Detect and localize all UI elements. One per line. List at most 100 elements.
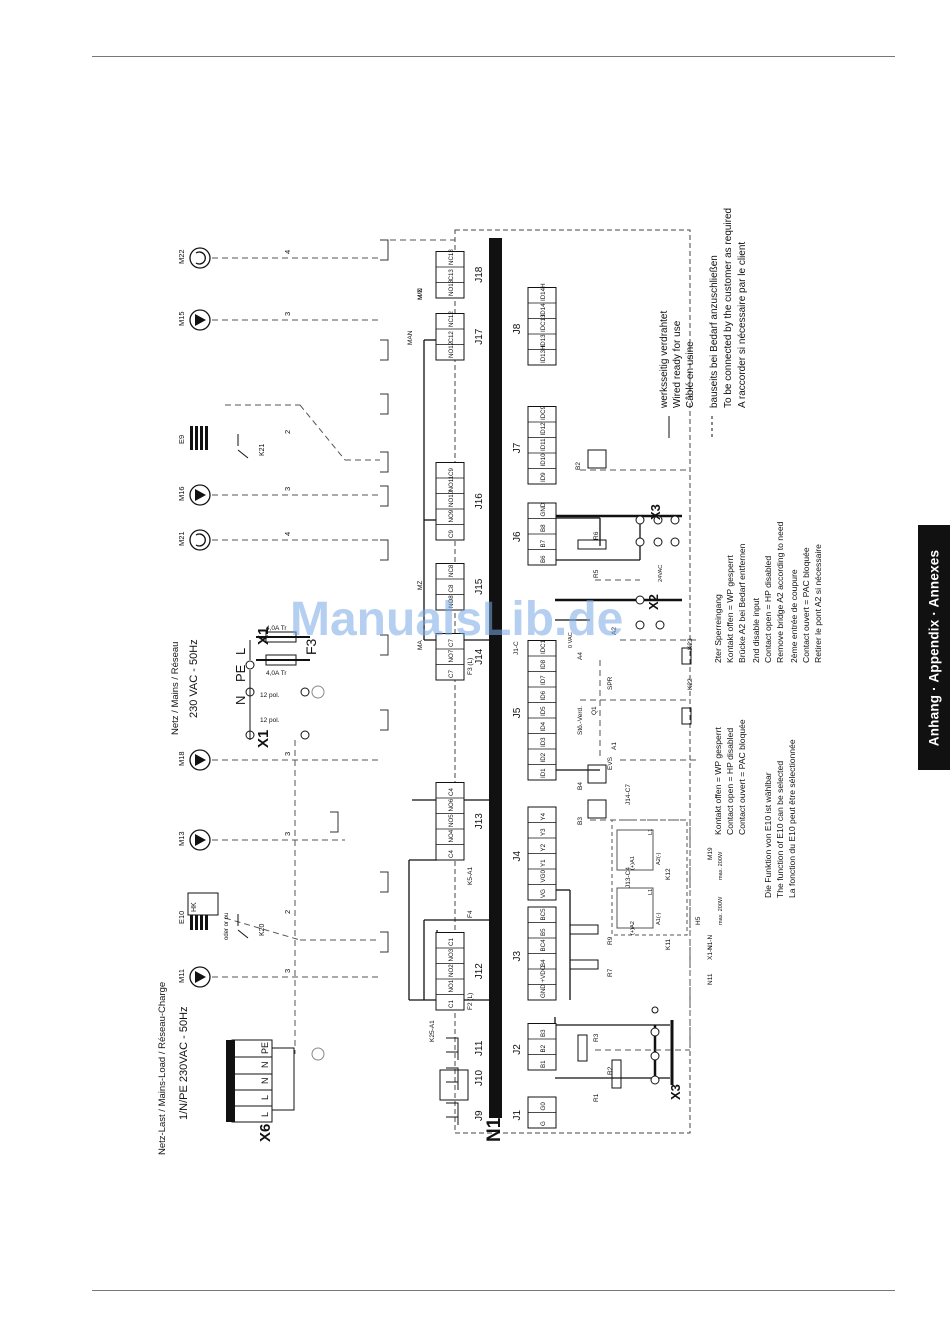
- component-label: R5: [593, 569, 600, 578]
- connector-pin: VG: [540, 889, 547, 898]
- controller-bar: [489, 238, 502, 1118]
- connector-pin: ID1: [540, 768, 547, 778]
- component-label: X1-N: [707, 945, 714, 960]
- component-label: K12: [665, 868, 672, 880]
- wire-label: J13-C4: [625, 867, 632, 888]
- note-b-4: Die Funktion von E10 ist wählbar: [763, 772, 773, 898]
- connector-label: J6: [512, 531, 523, 542]
- connector-pin: +VDC: [540, 965, 547, 982]
- wire-label: J1-C: [513, 641, 520, 655]
- connector-block-j15: [435, 563, 465, 611]
- connector-pin: NO7: [448, 649, 455, 662]
- misc-label: L1: [648, 829, 654, 835]
- connector-pin: ID4: [540, 721, 547, 731]
- connector-pin: NO3: [448, 948, 455, 961]
- mains-label-pe: PE: [233, 664, 248, 682]
- connector-pin: B4: [540, 959, 547, 967]
- pole-note-1: 12 pol.: [260, 692, 280, 699]
- misc-label: (+)A1: [630, 856, 636, 870]
- component-label: A2: [611, 627, 618, 635]
- connector-pin: C4: [448, 850, 455, 858]
- load-name: M22: [177, 249, 186, 264]
- note-a-2: Kontakt offen = WP gesperrt: [725, 555, 735, 663]
- misc-label: A1(-): [656, 912, 662, 925]
- connector-label: J3: [512, 951, 523, 962]
- terminal-dots: [635, 515, 680, 1085]
- connector-pin: NO12: [448, 341, 455, 358]
- relay-label: K21: [259, 443, 266, 456]
- connector-label: J5: [512, 707, 523, 718]
- connector-pin: ID8: [540, 659, 547, 669]
- connector-block-j2: [527, 1023, 557, 1071]
- connector-blocks: GG0J1B1B2B3J2GND+VDCB4BC4B5BC5J3VGVG0Y1Y…: [435, 249, 557, 1129]
- connector-label: J16: [474, 493, 485, 510]
- wire-count: 3: [283, 312, 292, 316]
- connector-label: J11: [474, 1040, 485, 1056]
- fuse-name: F3: [303, 638, 319, 655]
- connector-pin: ID13H: [540, 345, 547, 363]
- connector-label: J18: [474, 266, 485, 283]
- connector-label: J15: [474, 578, 485, 595]
- pump-arrow-icon: [195, 489, 206, 501]
- connector-pin: ID9: [540, 472, 547, 482]
- footer-rule: [92, 1290, 895, 1291]
- heater-icon: [195, 906, 198, 930]
- connector-pin: ID6: [540, 690, 547, 700]
- heater-icon: [205, 426, 208, 450]
- connector-pin: NO5: [448, 814, 455, 827]
- connector-pin: C4: [448, 788, 455, 796]
- connector-pin: IDC1: [540, 639, 547, 654]
- x6-pin-5: PE: [260, 1042, 270, 1054]
- pump-arrow-icon: [195, 314, 206, 326]
- note-b-2: Contact open = HP disabled: [725, 728, 735, 835]
- note-a-4: 2nd disable input: [751, 597, 761, 663]
- connector-label: J17: [474, 328, 485, 345]
- wire-label: F2 (L): [467, 993, 474, 1010]
- connector-block-j8: [527, 287, 557, 366]
- connector-label: J7: [512, 442, 523, 453]
- connector-label: J1: [512, 1110, 523, 1121]
- connector-label: J8: [512, 323, 523, 334]
- component-label: N11: [707, 973, 714, 985]
- component-label: A1: [611, 742, 618, 750]
- connector-pin: NC12: [448, 311, 455, 327]
- appendix-tab: Anhang · Appendix · Annexes: [918, 525, 950, 770]
- resistor-symbols: [439, 449, 692, 1101]
- load-name: M15: [177, 311, 186, 326]
- connector-pin: IDC9: [540, 405, 547, 420]
- component-label: K23: [687, 638, 694, 650]
- note-a-1: 2ter Sperreingang: [713, 594, 723, 663]
- load-name: M13: [177, 831, 186, 846]
- misc-label: L1: [648, 889, 654, 895]
- connector-pin: C13: [448, 269, 455, 281]
- connector-pin: C8: [448, 584, 455, 592]
- component-label: R1: [593, 1093, 600, 1102]
- wire-count: 4: [283, 532, 292, 536]
- mains-terminal-bottom: X1: [255, 730, 272, 748]
- wire-label: K5-A1: [467, 867, 474, 885]
- wire-count: 2: [283, 910, 292, 914]
- component-label: B3: [577, 817, 584, 825]
- hk-box-label: HK: [191, 902, 198, 912]
- connector-pin: NC8: [448, 564, 455, 577]
- mains-header: Netz / Mains / Réseau: [170, 642, 181, 735]
- connector-pin: B6: [540, 555, 547, 563]
- terminal-label: X3: [648, 504, 663, 520]
- component-label: B4: [577, 782, 584, 790]
- fuse-rating-1: 4,0A Tr: [266, 625, 287, 632]
- fuse-rating-2: 4,0A Tr: [266, 670, 287, 677]
- x6-pin-4: N: [260, 1062, 270, 1069]
- pump-arrow-icon: [195, 754, 206, 766]
- connector-pin: B2: [540, 1044, 547, 1052]
- hk-box: [187, 892, 219, 916]
- load-name: E9: [177, 435, 186, 444]
- wire-count: 3: [283, 969, 292, 973]
- connector-pin: C7: [448, 639, 455, 647]
- wire-label: J14-C7: [625, 784, 632, 805]
- wire-label: K25-A1: [429, 1020, 436, 1042]
- wire-label: N1-N: [707, 935, 714, 950]
- component-label: EVS: [607, 756, 614, 770]
- connector-pin: GND: [540, 984, 547, 998]
